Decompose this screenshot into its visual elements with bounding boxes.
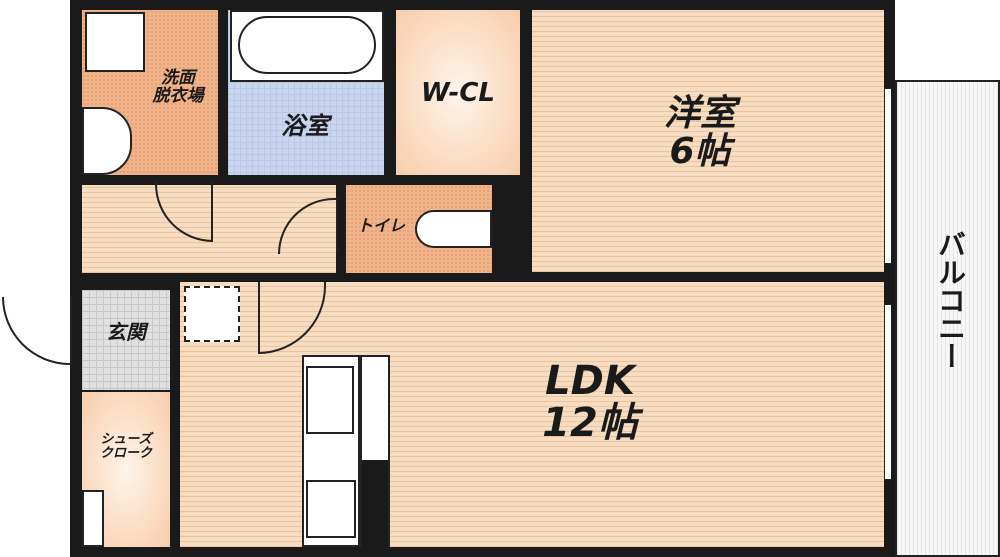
room-western: [532, 10, 884, 272]
toilet-icon: [415, 210, 492, 248]
label-toilet: トイレ: [356, 216, 405, 235]
stove-icon: [306, 480, 356, 538]
label-western-room: 洋室 6帖: [663, 93, 736, 172]
label-shoe-closet: シューズ クローク: [99, 432, 152, 461]
label-walk-in-closet: W-CL: [421, 78, 495, 108]
label-ldk: LDK 12帖: [542, 358, 638, 446]
washing-machine-icon: [85, 12, 145, 72]
fridge-space-icon: [184, 286, 240, 342]
label-washroom: 洗面 脱衣場: [152, 68, 204, 106]
label-bathroom: 浴室: [281, 112, 329, 140]
storage-x-icon: [82, 490, 104, 547]
washbasin-icon: [82, 107, 132, 175]
balcony: [895, 80, 1000, 557]
window-western-room[interactable]: [884, 88, 892, 264]
sink-icon: [306, 366, 354, 434]
label-entrance: 玄関: [106, 320, 146, 344]
front-door[interactable]: [2, 297, 72, 365]
bathtub-inner-icon: [238, 16, 376, 74]
room-walk-in-closet: [396, 10, 520, 175]
room-entrance: [82, 290, 170, 390]
label-balcony: バルコニー: [934, 230, 967, 370]
window-ldk[interactable]: [884, 304, 892, 480]
kitchen-wall-dark: [362, 460, 388, 547]
